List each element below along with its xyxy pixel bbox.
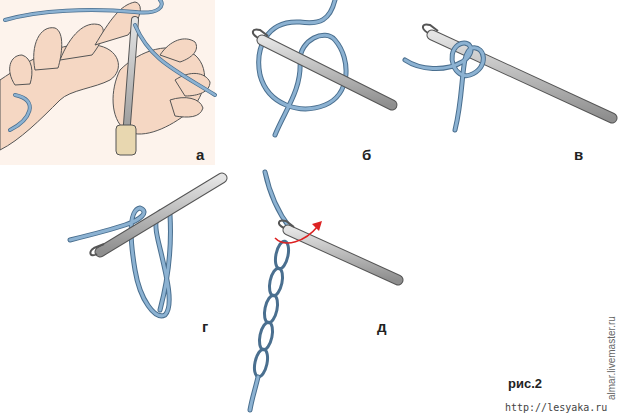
figure-number: рис.2 <box>508 376 542 391</box>
yarn-a <box>5 0 215 130</box>
hook-e <box>279 221 398 280</box>
panel-letter: д <box>377 318 387 335</box>
hook-d <box>90 178 222 255</box>
yarn-c <box>405 43 483 130</box>
watermark: http://lesyaka.ru <box>505 402 607 413</box>
panel-letter: г <box>202 318 208 335</box>
panel-letter: а <box>196 146 204 163</box>
hook-c <box>423 25 612 118</box>
panel-letter: в <box>574 146 583 163</box>
hands-illustration <box>0 0 215 165</box>
yarn-b <box>259 0 346 135</box>
yarn-e <box>250 172 291 410</box>
hook-a <box>116 20 136 155</box>
panel-letter: б <box>362 146 371 163</box>
watermark-vertical: almar.livemaster.ru <box>606 316 617 400</box>
hook-b <box>253 30 392 105</box>
direction-arrow <box>275 221 322 243</box>
